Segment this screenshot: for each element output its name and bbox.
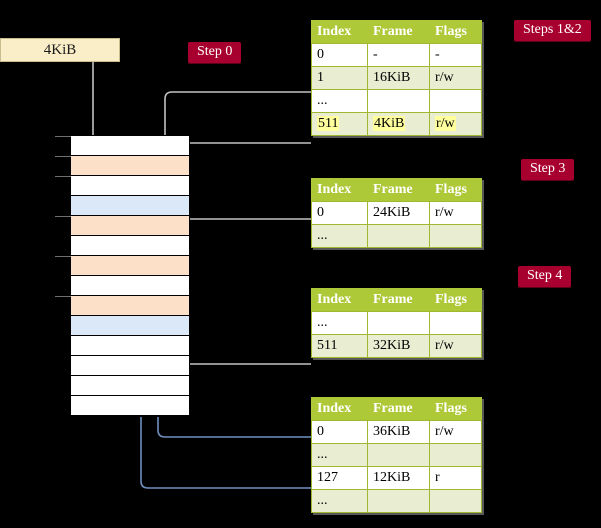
column-header-frame: Frame [367, 397, 430, 421]
cell-flags [429, 489, 482, 513]
cell-frame: 32KiB [367, 334, 430, 358]
memory-row-9 [71, 316, 189, 336]
badge-step-0: Step 0 [188, 42, 242, 63]
cell-flags [429, 89, 482, 113]
cell-flags [429, 224, 482, 248]
cell-flags: r [429, 466, 482, 490]
cell-frame [367, 443, 430, 467]
memory-row-0 [71, 136, 189, 156]
cell-index: 127 [311, 466, 368, 490]
cell-frame [367, 489, 430, 513]
memory-row-3 [71, 196, 189, 216]
memory-row-8 [71, 296, 189, 316]
column-header-index: Index [311, 288, 368, 312]
cell-index: 0 [311, 420, 368, 444]
wire-step4 [178, 317, 311, 365]
physical-memory-column [55, 135, 190, 417]
table-row: 0-- [311, 43, 482, 67]
source-frame-label: 4KiB [43, 41, 77, 58]
cell-flags [429, 311, 482, 335]
memory-tick-8 [55, 296, 71, 297]
cell-index: 0 [311, 43, 368, 67]
memory-tick-0 [55, 136, 71, 137]
memory-tick-4 [55, 216, 71, 217]
cell-flags: r/w [429, 112, 482, 136]
cell-frame: 4KiB [367, 112, 430, 136]
cell-frame [367, 311, 430, 335]
column-header-index: Index [311, 20, 368, 44]
table-row: ... [311, 89, 482, 113]
badge-steps-1-2: Steps 1&2 [514, 20, 591, 41]
column-header-index: Index [311, 397, 368, 421]
memory-row-11 [71, 356, 189, 376]
column-header-flags: Flags [429, 20, 482, 44]
cell-frame [367, 89, 430, 113]
table-row: ... [311, 311, 482, 335]
source-frame-box: 4KiB [0, 38, 120, 62]
cell-index: ... [311, 311, 368, 335]
cell-flags: - [429, 43, 482, 67]
column-header-frame: Frame [367, 20, 430, 44]
cell-flags: r/w [429, 334, 482, 358]
cell-frame: 24KiB [367, 201, 430, 225]
memory-row-6 [71, 256, 189, 276]
memory-row-12 [71, 376, 189, 396]
cell-index: 0 [311, 201, 368, 225]
table-row: ... [311, 489, 482, 513]
column-header-index: Index [311, 178, 368, 202]
cell-index: ... [311, 89, 368, 113]
column-header-frame: Frame [367, 288, 430, 312]
cell-index: ... [311, 224, 368, 248]
memory-row-5 [71, 236, 189, 256]
memory-row-1 [71, 156, 189, 176]
cell-flags: r/w [429, 201, 482, 225]
memory-tick-6 [55, 256, 71, 257]
cell-index: 511 [311, 334, 368, 358]
memory-row-10 [71, 336, 189, 356]
cell-frame: - [367, 43, 430, 67]
memory-row-4 [71, 216, 189, 236]
cell-flags: r/w [429, 66, 482, 90]
column-header-flags: Flags [429, 178, 482, 202]
badge-step-3: Step 3 [521, 159, 575, 180]
cell-flags: r/w [429, 420, 482, 444]
cell-frame: 12KiB [367, 466, 430, 490]
memory-tick-2 [55, 176, 71, 177]
cell-frame: 36KiB [367, 420, 430, 444]
wire-step3 [178, 218, 311, 305]
memory-tick-1 [55, 156, 71, 157]
cell-index: ... [311, 443, 368, 467]
memory-row-2 [71, 176, 189, 196]
cell-frame [367, 224, 430, 248]
column-header-flags: Flags [429, 397, 482, 421]
table-row: ... [311, 224, 482, 248]
cell-frame: 16KiB [367, 66, 430, 90]
cell-flags [429, 443, 482, 467]
memory-row-7 [71, 276, 189, 296]
badge-step-4: Step 4 [518, 266, 572, 287]
column-header-flags: Flags [429, 288, 482, 312]
cell-index: ... [311, 489, 368, 513]
column-header-frame: Frame [367, 178, 430, 202]
table-row: ... [311, 443, 482, 467]
cell-index: 1 [311, 66, 368, 90]
cell-index: 511 [311, 112, 368, 136]
memory-row-13 [71, 396, 189, 416]
